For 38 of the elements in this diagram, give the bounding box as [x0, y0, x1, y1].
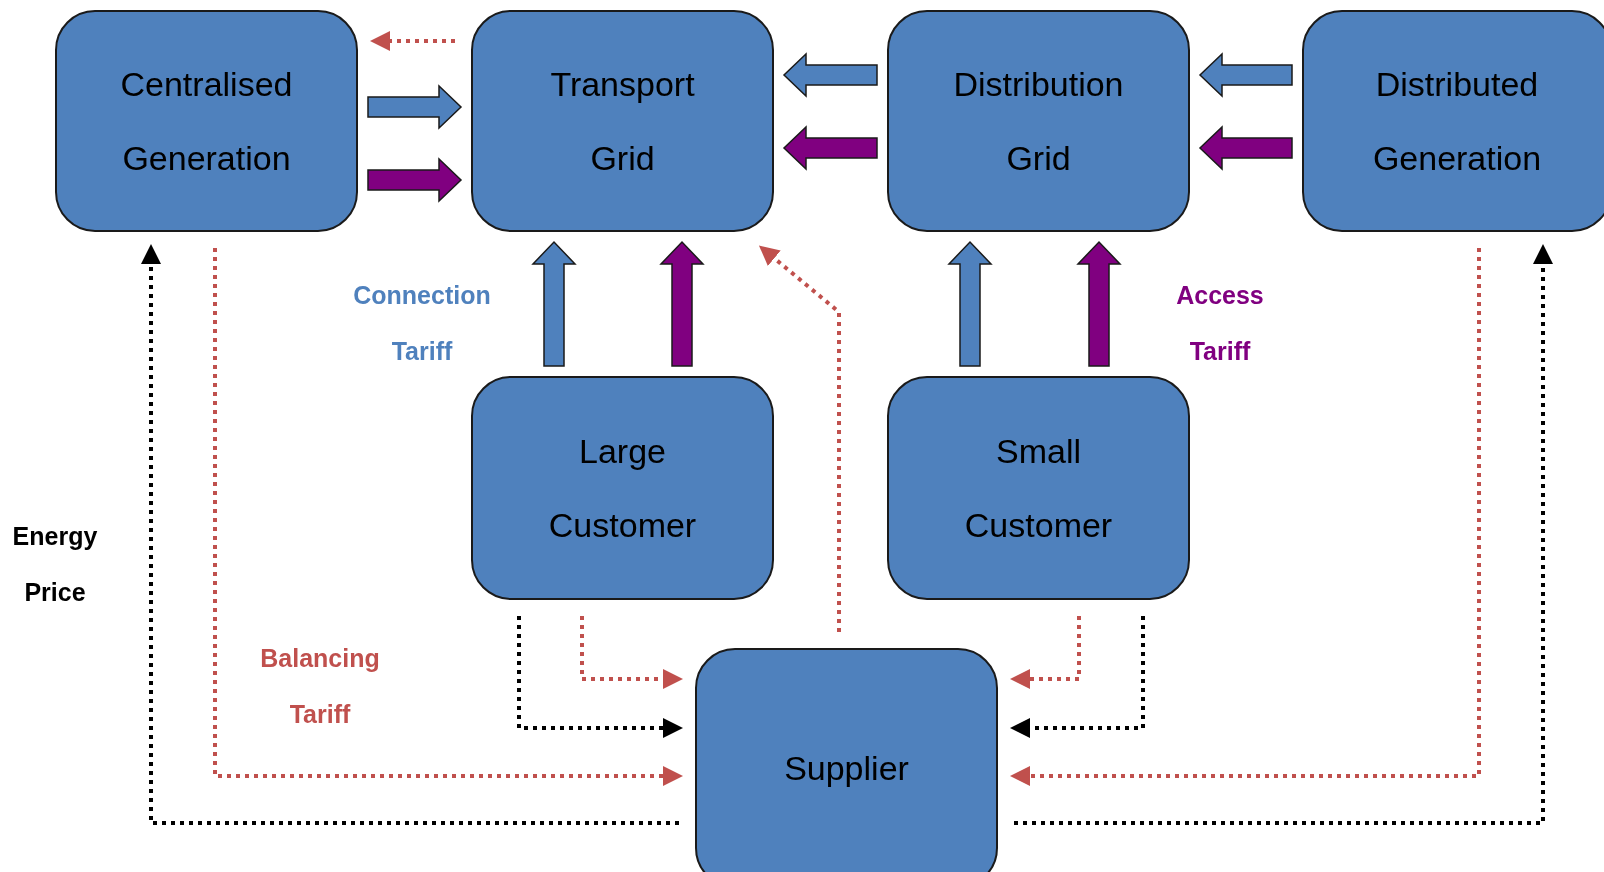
tariff-label: Energy Price: [11, 521, 99, 608]
rounded-box: [55, 10, 358, 232]
dotted-arrow: [1010, 616, 1081, 689]
block-arrow: [782, 125, 878, 171]
block-arrow: [367, 84, 463, 130]
block-arrow: [782, 52, 878, 98]
dotted-arrow: [580, 616, 683, 689]
tariff-label: Access Tariff: [1175, 280, 1265, 367]
block-arrow: [531, 240, 577, 367]
block-arrow: [1076, 240, 1122, 367]
rounded-box: [1302, 10, 1604, 232]
tariff-label: Connection Tariff: [352, 280, 492, 367]
node-label: Centralised Generation: [119, 64, 294, 179]
block-arrow: [1198, 125, 1293, 171]
rounded-box: [887, 376, 1190, 600]
node-label: Supplier: [783, 748, 910, 789]
dotted-arrow: [370, 31, 455, 51]
dotted-arrow: [1014, 244, 1553, 825]
dotted-arrow: [141, 244, 679, 825]
dotted-arrow: [758, 245, 841, 632]
dotted-arrow: [1010, 248, 1481, 786]
node-label: Large Customer: [547, 431, 698, 546]
dotted-arrow: [1010, 616, 1145, 738]
block-arrow: [1198, 52, 1293, 98]
rounded-box: [471, 10, 774, 232]
block-arrow: [947, 240, 993, 367]
dotted-arrow: [517, 616, 683, 738]
block-arrow: [367, 157, 463, 203]
node-label: Small Customer: [963, 431, 1114, 546]
block-arrow: [659, 240, 705, 367]
dotted-arrow: [213, 248, 683, 786]
rounded-box: [887, 10, 1190, 232]
tariff-label: Balancing Tariff: [259, 643, 381, 730]
node-label: Distribution Grid: [952, 64, 1125, 179]
rounded-box: [695, 648, 998, 872]
node-label: Distributed Generation: [1371, 64, 1543, 179]
node-label: Transport Grid: [549, 64, 696, 179]
rounded-box: [471, 376, 774, 600]
